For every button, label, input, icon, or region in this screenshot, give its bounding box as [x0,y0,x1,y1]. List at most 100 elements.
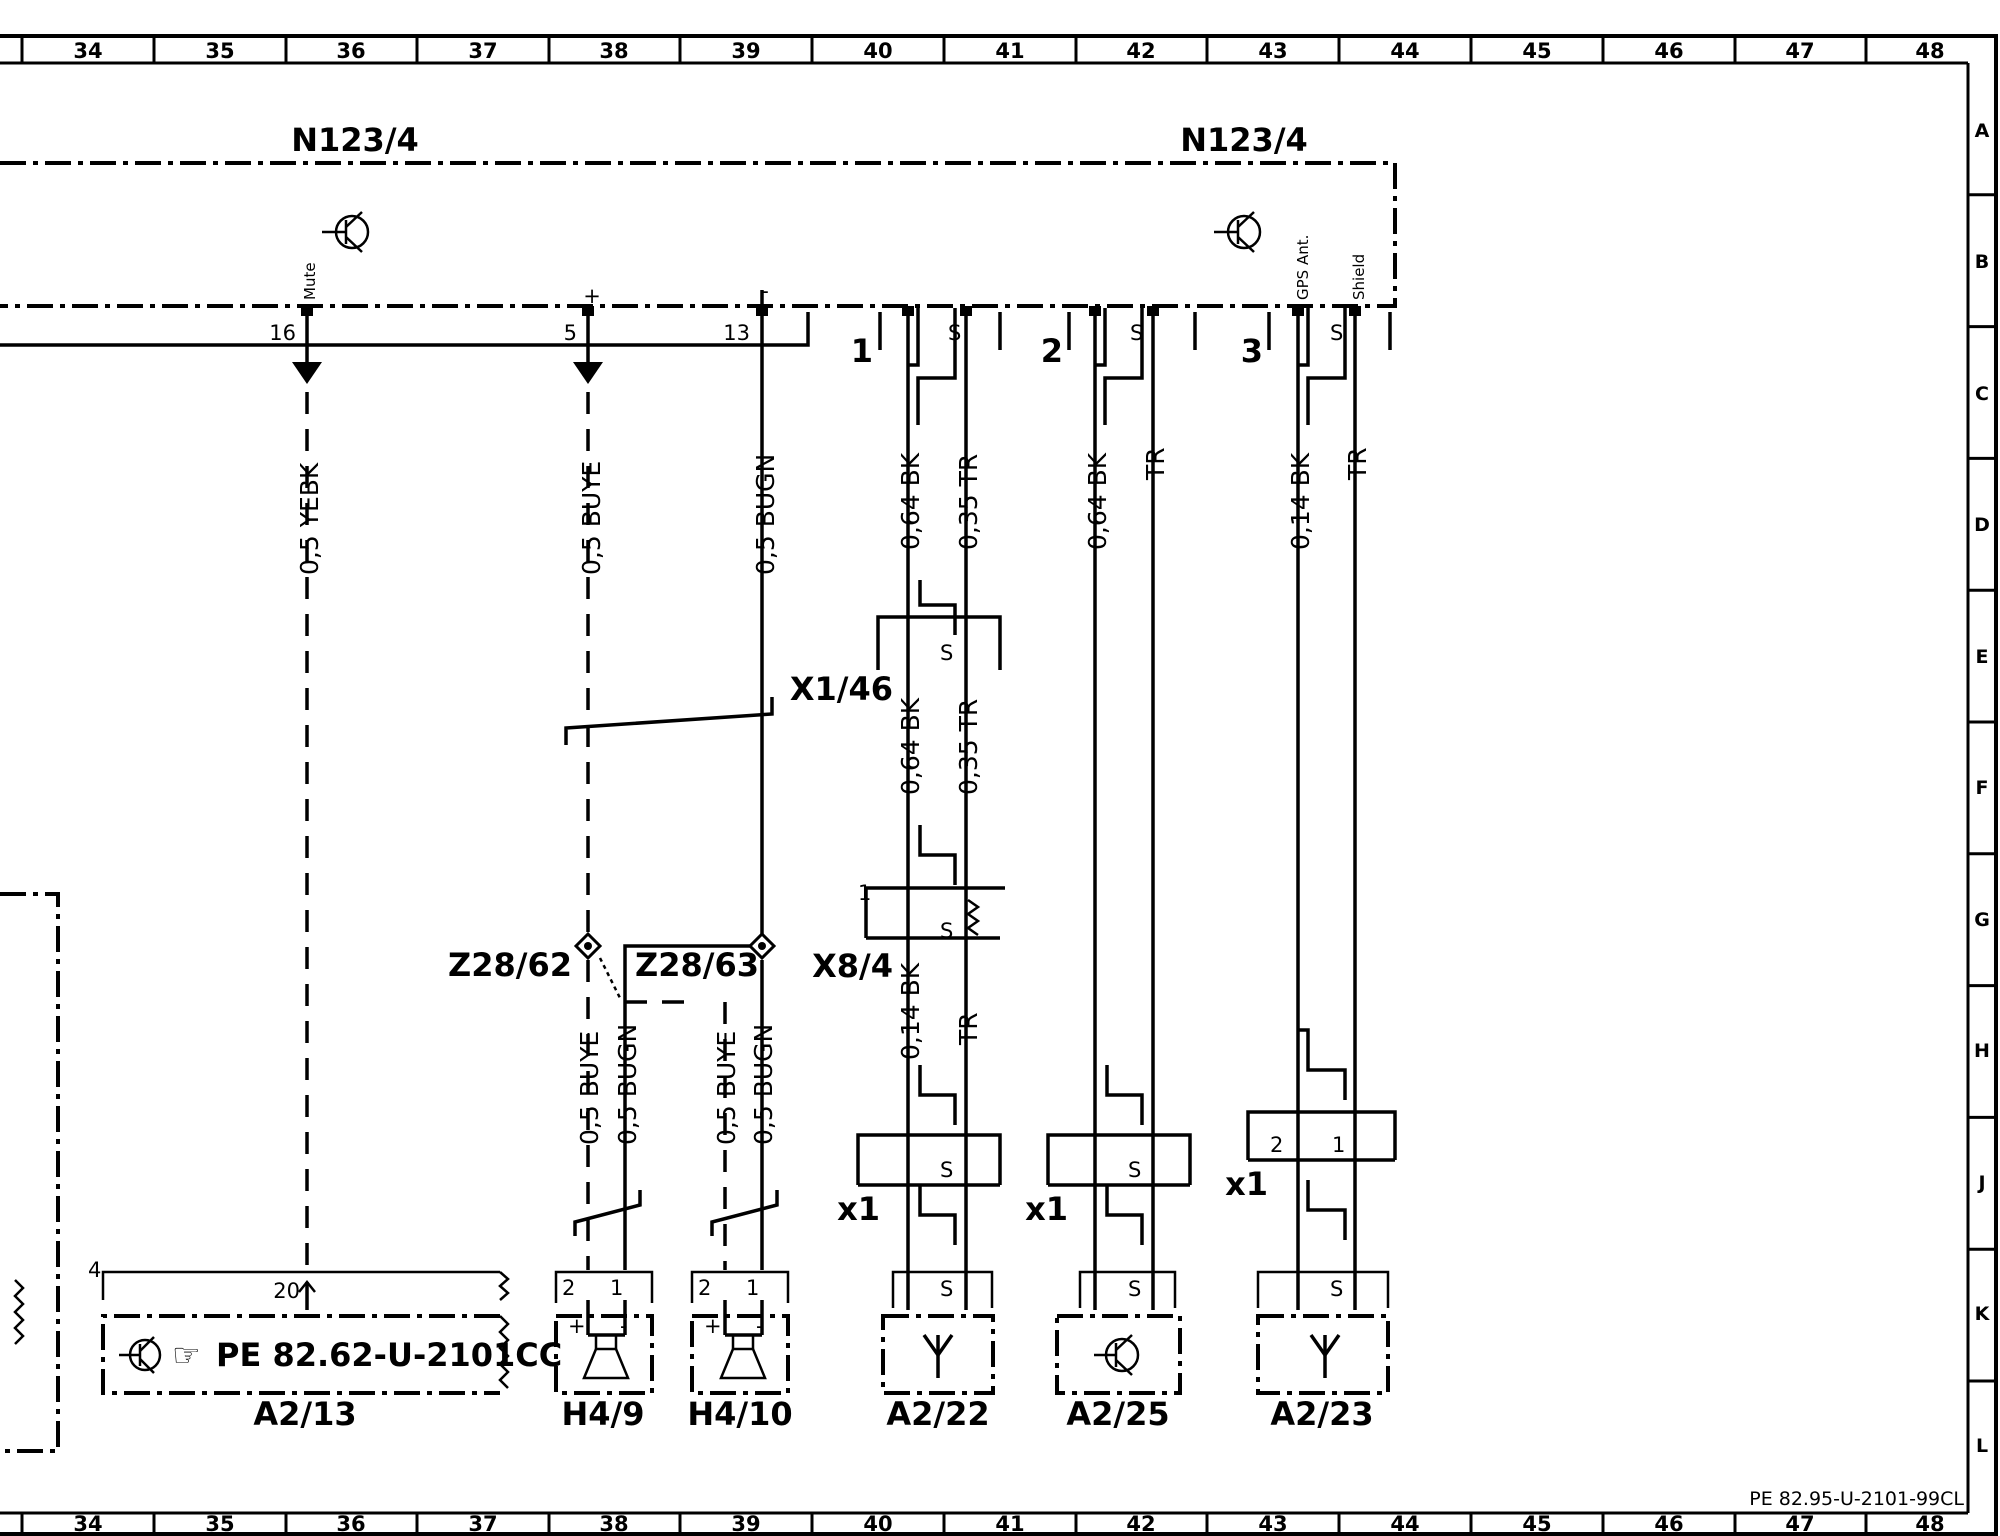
component-a2-22: S A2/22 [881,1270,995,1433]
h4-9-pin-1: 1 [610,1276,623,1300]
col-label-37: 37 [468,1512,497,1536]
a2-23-label: A2/23 [1270,1395,1373,1433]
connector-x1-c: 2 1 x1 [1225,1110,1397,1203]
shield-label: S [940,919,953,943]
resistor-icon [965,898,981,937]
h4-10-label: H4/10 [687,1395,792,1433]
wire-label-c1-tr-mid: 0,35 TR [954,699,983,795]
col-label-40: 40 [863,39,892,63]
antenna-icon [1309,1333,1341,1378]
col-label-46: 46 [1654,39,1683,63]
transistor-icon [1094,1334,1140,1376]
wire-label-yebk: 0,5 YEBK [295,462,324,575]
connector-x1-b: S x1 [1025,1133,1192,1228]
component-h4-9: 2 1 + - H4/9 [554,1270,654,1433]
splice-link [623,944,750,1002]
coax-pin-stubs [301,306,1361,316]
shield-label: S [1330,321,1343,345]
col-label-41: 41 [995,1512,1024,1536]
cable-marker-1: 1 [851,332,873,370]
column-dividers [20,36,1868,1534]
col-label-40: 40 [863,1512,892,1536]
a2-13-pin-20: 20 [273,1279,300,1303]
h4-10-pin-2: 2 [698,1276,711,1300]
row-label-g: G [1974,909,1990,931]
connector-label-x8-4: X8/4 [812,947,893,985]
col-label-43: 43 [1258,1512,1287,1536]
wire-label-c1-tr-low: TR [954,1012,983,1046]
h4-9-label: H4/9 [562,1395,645,1433]
document-reference: PE 82.95-U-2101-99CL [1749,1488,1964,1510]
col-label-47: 47 [1785,1512,1814,1536]
h4-10-minus: - [756,1314,764,1338]
connector-arrow [292,362,322,384]
col-label-35: 35 [205,39,234,63]
resistor-icon [13,1279,25,1345]
col-label-44: 44 [1390,39,1419,63]
col-label-44: 44 [1390,1512,1419,1536]
row-label-e: E [1976,646,1989,668]
pin-label-mute: Mute [301,262,319,300]
speaker-icon [719,1300,767,1380]
shield-label: S [1330,1277,1343,1301]
wire-label-h49-bugn: 0,5 BUGN [613,1024,642,1145]
wire-label-c3-bk: 0,14 BK [1286,452,1315,550]
antenna-icon [922,1333,954,1378]
x1-c-pin-1: 1 [1332,1133,1345,1157]
row-label-b: B [1975,251,1989,273]
col-label-45: 45 [1522,1512,1551,1536]
wire-label-bugn: 0,5 BUGN [751,454,780,575]
col-label-38: 38 [599,39,628,63]
splice-label-z28-62: Z28/62 [448,946,572,984]
pin-label-shield: Shield [1350,254,1368,300]
col-label-48: 48 [1915,39,1944,63]
pin-number-16: 16 [269,321,296,345]
h4-10-plus: + [704,1314,722,1338]
wire-label-c2-bk: 0,64 BK [1083,452,1112,550]
wire-label-buye: 0,5 BUYE [577,461,606,575]
wire-label-c1-bk-low: 0,14 BK [896,962,925,1060]
connector-label-x1-a: x1 [837,1190,880,1228]
col-label-39: 39 [731,1512,760,1536]
col-label-36: 36 [336,39,365,63]
shield-label: S [1128,1277,1141,1301]
col-label-48: 48 [1915,1512,1944,1536]
a2-13-reference: PE 82.62-U-2101CC [216,1336,562,1374]
col-label-46: 46 [1654,1512,1683,1536]
connector-x8-4: 1 S X8/4 [812,881,1005,985]
row-label-k: K [1975,1303,1991,1325]
component-a2-13: 4 20 ☞ PE 82.62-U-2101CC A2/13 [88,1258,562,1433]
wire-minus-bugn: 0,5 BUGN [751,290,780,940]
col-label-42: 42 [1126,39,1155,63]
wire-label-c1-tr-top: 0,35 TR [954,454,983,550]
splice-label-z28-63: Z28/63 [635,946,759,984]
coax-cable-2: 0,64 BK TR [1083,308,1170,1310]
control-unit-n123-4: N123/4 N123/4 Mute + - GPS Ant. Shield [0,121,1397,308]
a2-25-label: A2/25 [1066,1395,1169,1433]
col-label-34: 34 [73,1512,102,1536]
component-h4-10: 2 1 + - H4/10 [687,1270,793,1433]
component-a2-25: S A2/25 [1055,1270,1182,1433]
connector-x1-46: S X1/46 [790,615,1002,708]
row-label-d: D [1974,514,1990,536]
control-unit-label-left: N123/4 [291,121,419,159]
col-label-34: 34 [73,39,102,63]
transistor-icon [322,211,370,253]
speaker-icon [582,1300,630,1380]
h4-9-pin-2: 2 [562,1276,575,1300]
shield-label: S [940,1277,953,1301]
cable-marker-2: 2 [1041,332,1063,370]
sheet-frame [0,34,1998,1536]
pin-label-minus: - [761,279,769,303]
splice-z28-62: Z28/62 [448,931,603,984]
row-label-h: H [1974,1040,1990,1062]
row-dividers [1968,193,1996,1383]
a2-13-label: A2/13 [253,1395,356,1433]
col-label-41: 41 [995,39,1024,63]
wire-label-h410-buye: 0,5 BUYE [712,1031,741,1145]
col-label-35: 35 [205,1512,234,1536]
coax-cable-3: 0,14 BK TR [1286,308,1372,1310]
transistor-icon [119,1336,162,1374]
col-label-36: 36 [336,1512,365,1536]
